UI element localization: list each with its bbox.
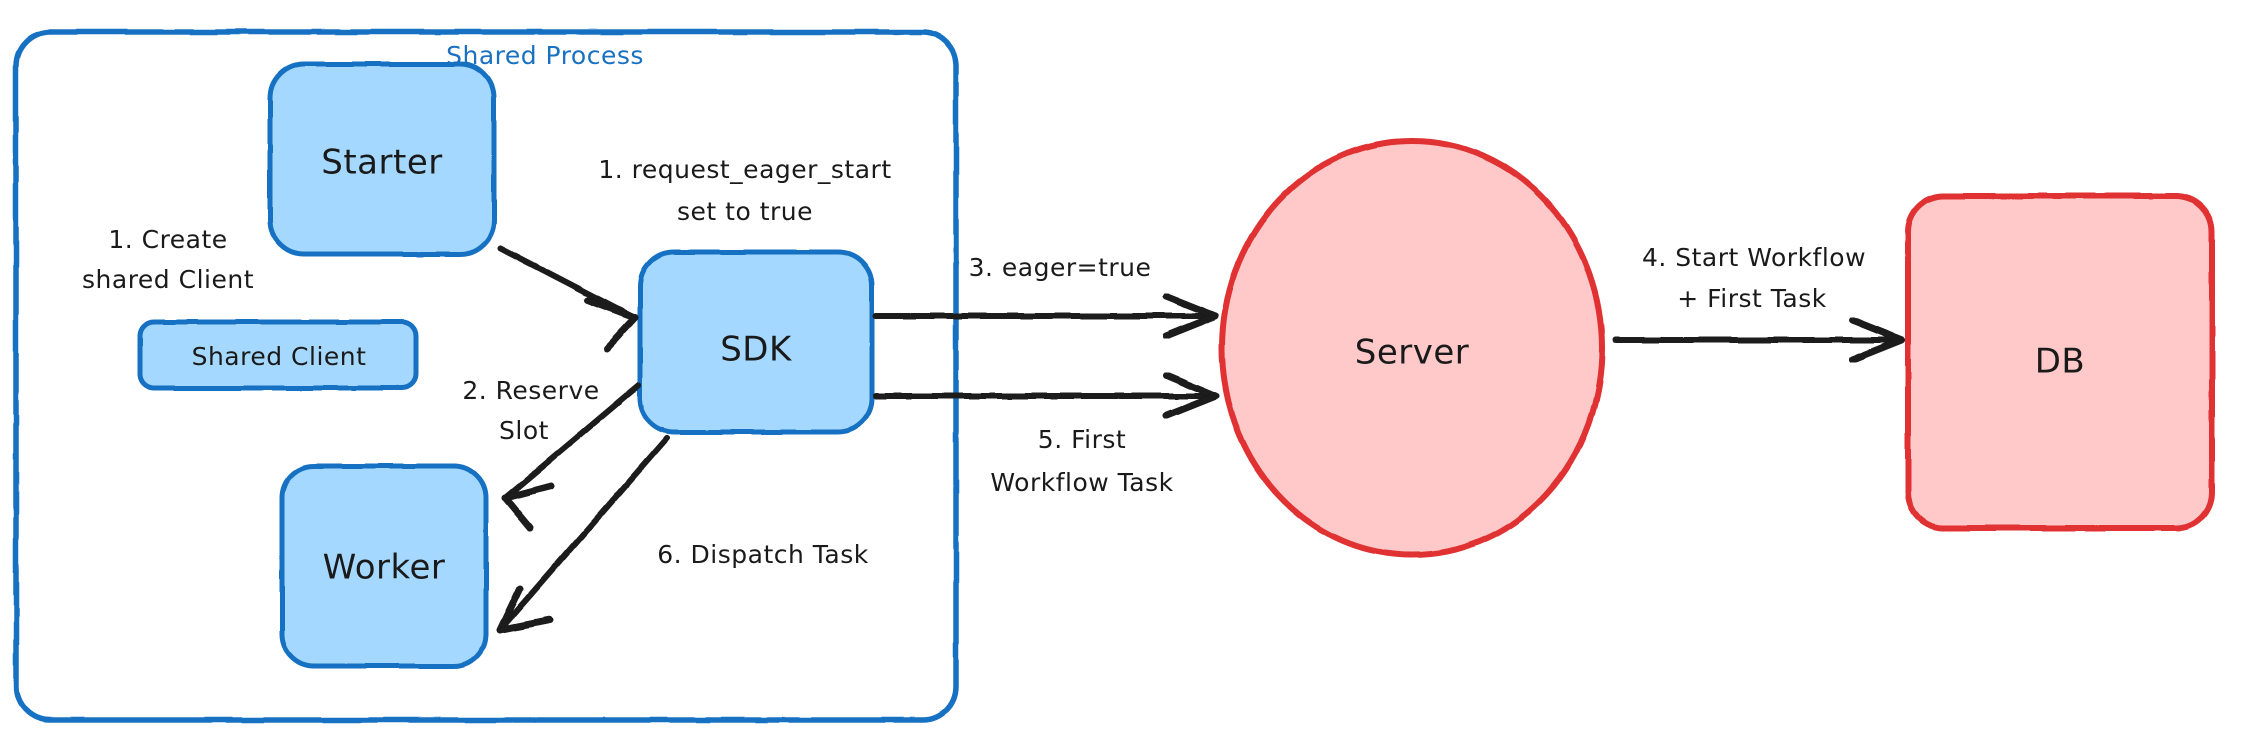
node-worker[interactable] xyxy=(279,463,489,669)
node-starter[interactable] xyxy=(267,61,497,257)
arrow-sdk-to-worker-reserve-slot xyxy=(501,383,641,532)
arrow-sdk-to-server-first-workflow-task xyxy=(873,371,1220,420)
arrow-server-to-db-start-workflow xyxy=(1613,316,1906,364)
node-server[interactable] xyxy=(1219,138,1605,558)
node-db[interactable] xyxy=(1905,193,2215,531)
node-sdk[interactable] xyxy=(637,249,875,435)
arrow-sdk-to-worker-dispatch-task xyxy=(496,435,670,634)
arrow-sdk-to-server-eager-true xyxy=(873,292,1220,340)
node-shared-client[interactable] xyxy=(137,319,419,391)
arrow-starter-to-sdk xyxy=(497,245,639,352)
group-shared-process xyxy=(13,29,959,723)
